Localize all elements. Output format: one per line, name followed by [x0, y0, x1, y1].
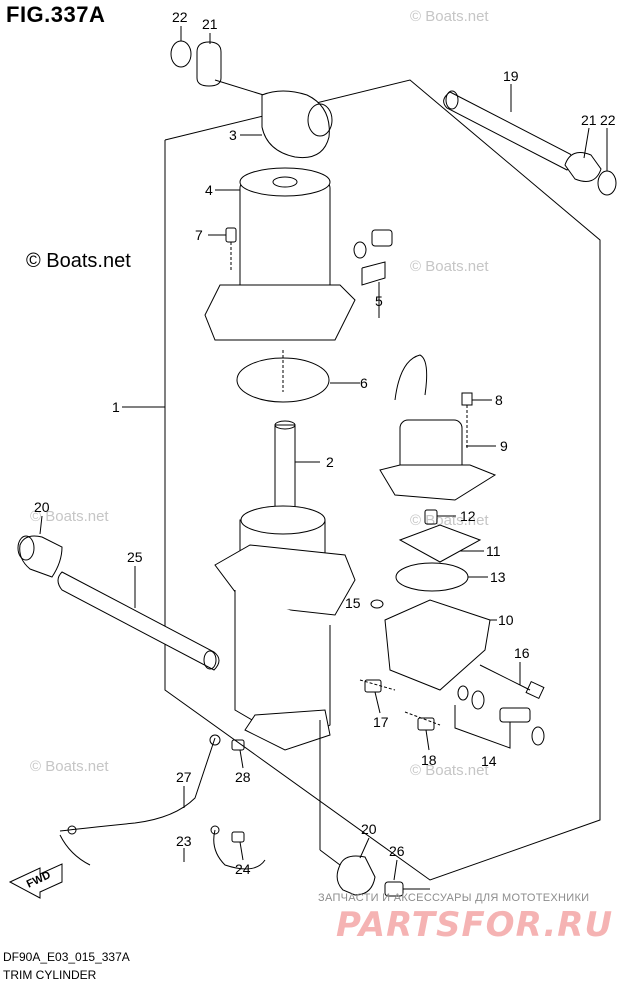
callout-6: 6: [360, 375, 368, 391]
part-27-wire: [59, 737, 216, 832]
part-24-bolt: [231, 831, 245, 843]
callout-15: 15: [345, 595, 361, 611]
part-21-bushing: [196, 41, 222, 87]
part-3-bushing: [261, 90, 330, 159]
callout-23: 23: [176, 833, 192, 849]
shop-brand: PARTSFOR.RU: [336, 905, 614, 945]
callout-1: 1: [112, 399, 120, 415]
callout-5: 5: [375, 293, 383, 309]
part-10-valve-body: [384, 599, 491, 691]
callout-7: 7: [195, 227, 203, 243]
callout-10: 10: [498, 612, 514, 628]
callout-14: 14: [481, 753, 497, 769]
callout-12: 12: [460, 508, 476, 524]
part-14-ring: [457, 685, 469, 701]
part-9-wires: [394, 354, 428, 401]
watermark-main: © Boats.net: [26, 250, 131, 272]
part-20-bushing: [19, 535, 63, 578]
callout-3: 3: [229, 127, 237, 143]
watermark-light: © Boats.net: [410, 762, 489, 779]
part-19-pin: [443, 91, 574, 171]
part-25-pin: [57, 571, 220, 671]
part-11-plate: [398, 524, 482, 563]
part-5-fitting: [371, 229, 393, 247]
callout-28: 28: [235, 769, 251, 785]
part-3-bore: [307, 103, 333, 137]
callout-20-lower: 20: [361, 821, 377, 837]
part-13-o-ring: [395, 562, 469, 592]
callout-8: 8: [495, 392, 503, 408]
callout-22: 22: [172, 9, 188, 25]
callout-27: 27: [176, 769, 192, 785]
part-4-flange: [204, 284, 356, 341]
callout-16: 16: [514, 645, 530, 661]
callout-13: 13: [490, 569, 506, 585]
part-28-bolt: [231, 739, 245, 751]
part-20-bushing-lower: [336, 855, 376, 896]
watermark-light: © Boats.net: [410, 512, 489, 529]
part-14-bracket: [454, 705, 511, 749]
part-5-o-ring: [353, 241, 367, 259]
callout-20: 20: [34, 499, 50, 515]
callout-26: 26: [389, 843, 405, 859]
footer-code: DF90A_E03_015_337A: [3, 950, 130, 964]
assembly-outline: [164, 79, 601, 881]
callout-22-right: 22: [600, 112, 616, 128]
callout-4: 4: [205, 182, 213, 198]
part-22-circlip: [170, 40, 192, 68]
part-15-o-ring: [370, 599, 384, 609]
callout-11: 11: [486, 543, 501, 559]
callout-24: 24: [235, 861, 251, 877]
callout-21: 21: [202, 16, 218, 32]
part-22-circlip-right: [597, 170, 617, 196]
part-23-wire: [213, 829, 266, 870]
shop-tagline: ЗАПЧАСТИ И АКСЕССУАРЫ ДЛЯ МОТОТЕХНИКИ: [318, 892, 590, 904]
figure-title: FIG.337A: [6, 2, 106, 27]
part-4-motor: [239, 181, 331, 293]
part-7-bolt: [225, 227, 237, 243]
callout-2: 2: [326, 454, 334, 470]
part-21-bushing-right: [564, 152, 602, 182]
part-14-valve: [499, 707, 531, 723]
watermark-light: © Boats.net: [30, 758, 109, 775]
fwd-arrow-icon: [8, 863, 63, 899]
watermark-light: © Boats.net: [410, 258, 489, 275]
callout-19: 19: [503, 68, 519, 84]
callout-17: 17: [373, 714, 389, 730]
callout-21-right: 21: [581, 112, 597, 128]
footer-title: TRIM CYLINDER: [3, 968, 97, 982]
watermark-light: © Boats.net: [30, 508, 109, 525]
watermark-light: © Boats.net: [410, 8, 489, 25]
part-12-cap: [424, 509, 438, 525]
part-8-bolt: [461, 392, 473, 406]
callout-18: 18: [421, 752, 437, 768]
callout-25: 25: [127, 549, 143, 565]
part-16-bolt: [479, 664, 531, 691]
part-17-bolt: [364, 679, 382, 693]
callout-9: 9: [500, 438, 508, 454]
